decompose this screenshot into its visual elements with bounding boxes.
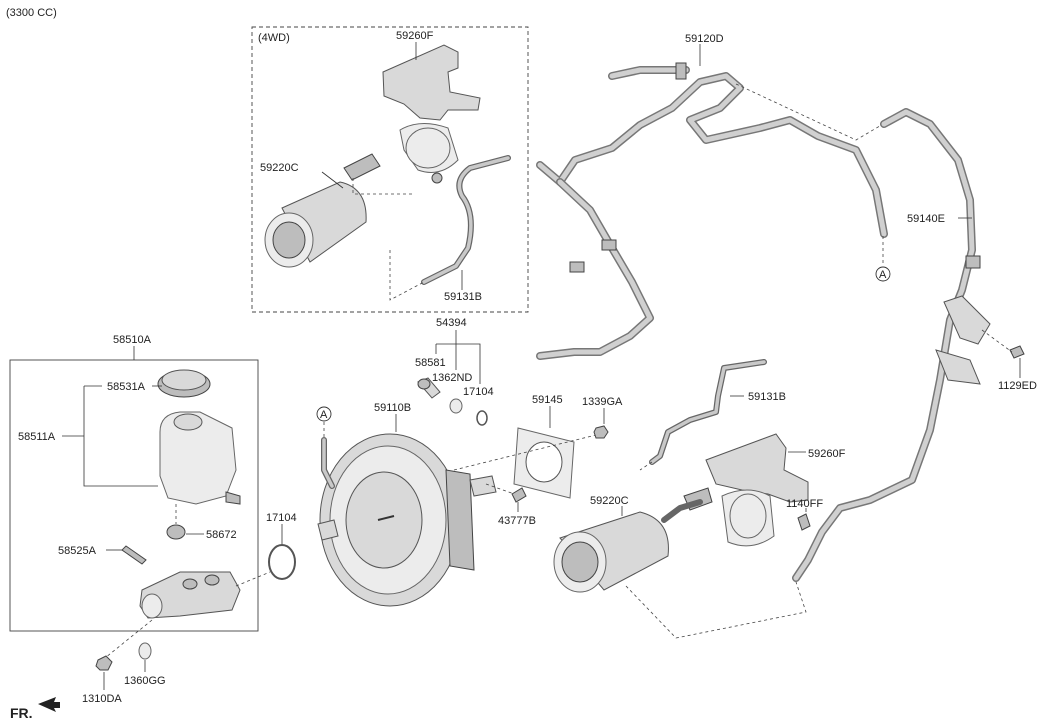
label-59131B-top: 59131B — [444, 291, 482, 303]
guide-line — [235, 571, 271, 587]
guide-line — [453, 433, 601, 471]
gasket-59145 — [513, 427, 575, 499]
label-59220C-top: 59220C — [260, 162, 299, 174]
label-1129ED: 1129ED — [998, 380, 1037, 392]
nut-1310DA — [95, 655, 113, 671]
label-1362ND: 1362ND — [432, 372, 472, 384]
label-59140E: 59140E — [907, 213, 945, 225]
label-59220C-bottom: 59220C — [590, 495, 629, 507]
sensor-58525A — [121, 545, 147, 565]
guide-line — [352, 178, 412, 195]
guide-line — [735, 83, 891, 141]
hose-59131B-bottom — [649, 359, 767, 465]
reservoir-58511A — [159, 411, 241, 505]
vacuum-pump-59220C-top — [264, 153, 381, 268]
leader — [321, 171, 344, 189]
bracket-59260F-bottom — [705, 433, 809, 503]
label-58672: 58672 — [206, 529, 237, 541]
pump-clamp — [721, 489, 775, 547]
nut-1339GA — [593, 425, 609, 439]
bracket-59260F-top — [382, 44, 481, 184]
booster-check-hose-inner — [322, 438, 334, 488]
clevis-pin-58581 — [417, 377, 441, 399]
front-arrow-icon — [38, 697, 60, 712]
ref-marker-A-right — [875, 266, 891, 282]
label-59260F-bottom: 59260F — [808, 448, 846, 460]
hose-59131B-top — [421, 155, 511, 285]
front-label: FR. — [10, 705, 33, 721]
label-17104-top: 17104 — [463, 386, 494, 398]
label-54394: 54394 — [436, 317, 467, 329]
clip-43777B — [511, 487, 527, 503]
fourwd-label: (4WD) — [258, 32, 290, 44]
label-58511A: 58511A — [18, 431, 56, 443]
o-ring-17104-top — [476, 410, 488, 426]
bolt-1140FF — [797, 513, 811, 531]
guide-line — [639, 461, 653, 471]
guide-line — [981, 329, 1013, 353]
vacuum-pipe-59120D — [536, 62, 888, 360]
label-59260F-top: 59260F — [396, 30, 434, 42]
washer-1360GG — [138, 642, 152, 660]
label-59120D: 59120D — [685, 33, 724, 45]
ref-marker-A-right-text: A — [879, 269, 887, 281]
ref-marker-A-left — [316, 406, 332, 422]
label-59131B-bottom: 59131B — [748, 391, 786, 403]
engine-label: (3300 CC) — [6, 7, 57, 19]
label-58531A: 58531A — [107, 381, 146, 393]
ref-marker-A-left-text: A — [320, 409, 328, 421]
o-ring-17104-left — [268, 544, 296, 580]
label-1339GA: 1339GA — [582, 396, 623, 408]
label-1360GG: 1360GG — [124, 675, 166, 687]
bracket-line — [83, 386, 158, 487]
label-59110B: 59110B — [374, 402, 411, 414]
reservoir-cap-58531A — [157, 369, 211, 398]
grommet-58672 — [166, 524, 186, 540]
master-cylinder — [139, 571, 241, 619]
guide-line — [99, 619, 153, 663]
bolt-1129ED — [1009, 345, 1025, 359]
label-58525A: 58525A — [58, 545, 97, 557]
vacuum-pipe-59140E — [792, 108, 991, 582]
label-1140FF: 1140FF — [786, 498, 823, 510]
guide-line — [389, 250, 425, 301]
pump-wire — [661, 499, 703, 523]
label-58510A: 58510A — [113, 334, 152, 346]
guide-line — [625, 581, 807, 639]
label-43777B: 43777B — [498, 515, 536, 527]
label-17104-left: 17104 — [266, 512, 297, 524]
bracket-line — [436, 343, 481, 384]
label-1310DA: 1310DA — [82, 693, 122, 705]
label-58581: 58581 — [415, 357, 446, 369]
clip-1362ND — [449, 398, 463, 414]
label-59145: 59145 — [532, 394, 563, 406]
brake-booster-59110B — [317, 433, 497, 607]
